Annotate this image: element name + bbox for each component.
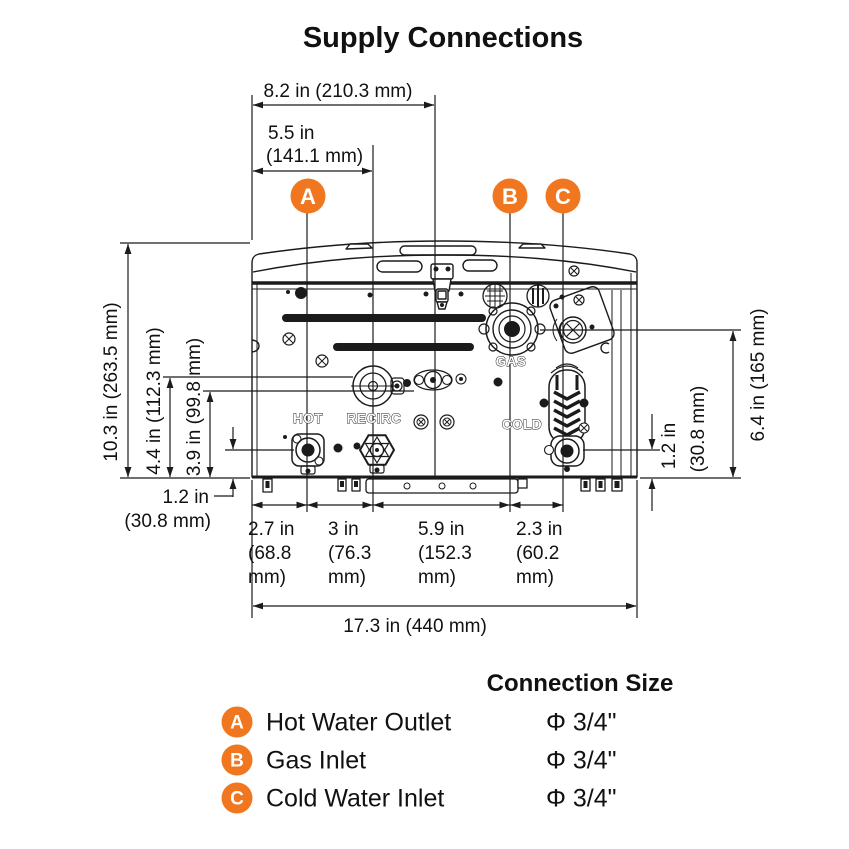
legend-row-a: A Hot Water Outlet Φ 3/4" <box>221 706 617 738</box>
badge-b-letter: B <box>502 184 518 209</box>
callout-lines <box>306 213 564 512</box>
cold-connection <box>539 363 590 472</box>
dim-cold-height-l2: (30.8 mm) <box>688 386 709 473</box>
unit-outline <box>251 240 638 478</box>
dim-drain-height: 3.9 in (99.8 mm) <box>184 338 205 476</box>
dim-total-width: 17.3 in (440 mm) <box>343 616 487 637</box>
water-heater-bottom-view <box>251 240 638 494</box>
legend-size-c: Φ 3/4" <box>546 785 617 813</box>
bottom-feet <box>252 475 637 494</box>
hot-connection <box>283 433 361 475</box>
svg-text:mm): mm) <box>328 567 366 588</box>
vent-slot-left <box>376 260 423 273</box>
twin-screws <box>413 414 455 430</box>
badge-a <box>290 178 326 214</box>
svg-text:mm): mm) <box>516 567 554 588</box>
legend-header: Connection Size <box>487 670 674 697</box>
bottom-segment-labels: 2.7 in (68.8 mm) 3 in (76.3 mm) 5.9 in (… <box>248 519 562 588</box>
gas-connection <box>478 302 546 356</box>
dim-cold-height-l1: 1.2 in <box>659 423 680 469</box>
dimension-lines <box>120 95 741 618</box>
legend-row-c: C Cold Water Inlet Φ 3/4" <box>221 782 617 814</box>
dim-hot-height-l1: 1.2 in <box>163 487 209 508</box>
dim-recirc-height: 4.4 in (112.3 mm) <box>144 327 165 474</box>
svg-text:5.9 in: 5.9 in <box>418 519 464 540</box>
svg-text:2.3 in: 2.3 in <box>516 519 562 540</box>
striped-vent <box>526 284 550 308</box>
svg-text:mm): mm) <box>418 567 456 588</box>
svg-text:3 in: 3 in <box>328 519 359 540</box>
legend-row-b: B Gas Inlet Φ 3/4" <box>221 744 617 776</box>
dim-top-width: 8.2 in (210.3 mm) <box>264 81 413 102</box>
legend-size-b: Φ 3/4" <box>546 747 617 775</box>
svg-text:(152.3: (152.3 <box>418 543 472 564</box>
legend-label-c: Cold Water Inlet <box>266 785 444 813</box>
legend-label-a: Hot Water Outlet <box>266 709 451 737</box>
flue-clamp <box>423 263 464 310</box>
svg-text:2.7 in: 2.7 in <box>248 519 294 540</box>
drain-valve <box>359 434 395 474</box>
center-fitting <box>403 369 467 391</box>
port-label-gas: GAS <box>496 354 527 369</box>
svg-text:A: A <box>230 713 244 734</box>
legend-badge-b <box>221 744 253 776</box>
badge-b <box>492 178 528 214</box>
callout-badges: A B C <box>290 178 581 214</box>
top-handle-recess <box>399 245 477 256</box>
legend-badge-c <box>221 782 253 814</box>
badge-c-letter: C <box>555 184 571 209</box>
vent-slot-right <box>462 259 498 272</box>
svg-text:C: C <box>230 789 244 810</box>
legend-size-a: Φ 3/4" <box>546 709 617 737</box>
dim-gas-height: 6.4 in (165 mm) <box>748 308 769 441</box>
port-label-cold: COLD <box>502 417 542 432</box>
badge-c <box>545 178 581 214</box>
dim-recirc-offset-l2: (141.1 mm) <box>266 146 363 167</box>
port-label-recirc: RECIRC <box>347 411 402 426</box>
svg-text:(60.2: (60.2 <box>516 543 559 564</box>
badge-a-letter: A <box>300 184 316 209</box>
dim-height: 10.3 in (263.5 mm) <box>101 302 122 461</box>
legend-badge-a <box>221 706 253 738</box>
port-label-hot: HOT <box>293 411 323 426</box>
legend-label-b: Gas Inlet <box>266 747 366 775</box>
svg-text:mm): mm) <box>248 567 286 588</box>
svg-text:B: B <box>230 751 244 772</box>
page-title: Supply Connections <box>303 22 583 54</box>
dim-recirc-offset-l1: 5.5 in <box>268 123 314 144</box>
dim-hot-height-l2: (30.8 mm) <box>124 511 211 532</box>
svg-text:(76.3: (76.3 <box>328 543 371 564</box>
svg-text:(68.8: (68.8 <box>248 543 291 564</box>
legend: Connection Size A Hot Water Outlet Φ 3/4… <box>221 670 674 814</box>
